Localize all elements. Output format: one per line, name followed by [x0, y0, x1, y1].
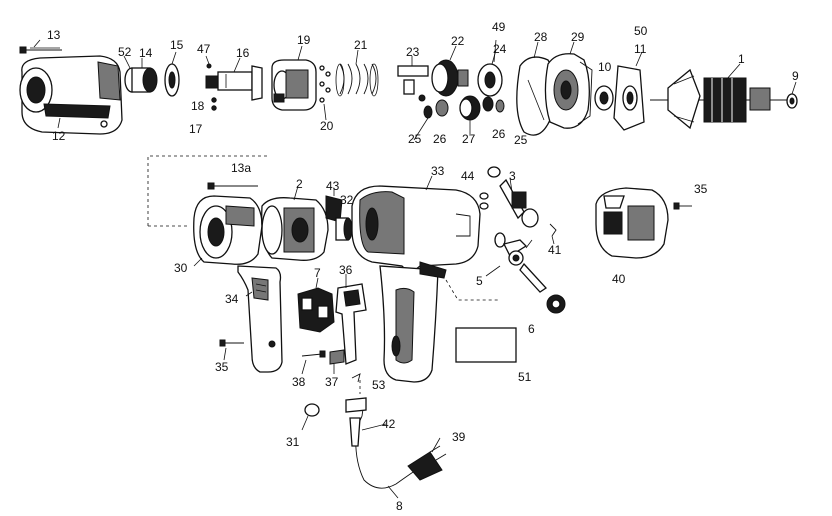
part-3-brush-holder: [487, 166, 539, 228]
label-16: 16: [236, 46, 250, 60]
part-51-nameplate: [455, 327, 517, 363]
label-5: 5: [476, 274, 483, 288]
label-leaders: [33, 39, 797, 499]
part-1-armature: [650, 68, 790, 130]
label-53: 53: [372, 378, 386, 392]
label-47: 47: [197, 42, 211, 56]
label-6: 6: [528, 322, 535, 336]
label-41: 41: [548, 243, 562, 257]
label-26-right: 26: [492, 127, 506, 141]
label-27: 27: [462, 132, 476, 146]
label-37: 37: [325, 375, 339, 389]
label-1: 1: [738, 52, 745, 66]
label-8: 8: [396, 499, 403, 513]
label-22: 22: [451, 34, 465, 48]
label-35-top: 35: [694, 182, 708, 196]
label-12: 12: [52, 129, 66, 143]
part-32-bearing: [335, 217, 353, 241]
label-2: 2: [296, 177, 303, 191]
part-33-motor-housing: [351, 185, 481, 383]
label-52: 52: [118, 45, 132, 59]
label-44: 44: [461, 169, 475, 183]
part-21-spring: [335, 63, 379, 97]
label-32: 32: [340, 193, 354, 207]
label-30: 30: [174, 261, 188, 275]
part-37-clamp: [329, 349, 345, 365]
part-23-spindle: [397, 65, 429, 102]
label-26-top: 26: [433, 132, 447, 146]
part-15-ring: [164, 63, 180, 97]
label-17: 17: [189, 122, 203, 136]
label-39: 39: [452, 430, 466, 444]
label-49: 49: [492, 20, 506, 34]
part-labels: 13 52 14 15 47 16 19 21 23 22 49 24 28 2…: [47, 20, 799, 513]
label-10: 10: [598, 60, 612, 74]
part-40-housing: [595, 187, 669, 259]
part-10-bearing: [594, 85, 614, 111]
part-19-hammer: [271, 59, 317, 111]
label-9: 9: [792, 69, 799, 83]
label-36: 36: [339, 263, 353, 277]
part-6-cap: [546, 294, 566, 314]
label-3: 3: [509, 169, 516, 183]
part-30-end-cap: [193, 195, 263, 265]
part-24-49: [477, 39, 503, 97]
part-42-cord-set: [345, 397, 447, 489]
part-11-baffle: [613, 51, 645, 131]
part-7-switch: [297, 287, 335, 333]
label-13: 13: [47, 28, 61, 42]
part-36-trigger: [335, 283, 367, 365]
part-41-screw: [549, 223, 557, 237]
part-25-27-gears: [423, 95, 505, 121]
part-16-anvil: [205, 65, 263, 101]
part-35-screw-lower: [219, 339, 244, 347]
label-11: 11: [634, 42, 647, 56]
bracket-13a-group: [147, 155, 268, 227]
label-40: 40: [612, 272, 626, 286]
label-14: 14: [139, 46, 153, 60]
label-25-right: 25: [514, 133, 528, 147]
label-21: 21: [354, 38, 368, 52]
label-20: 20: [320, 119, 334, 133]
label-13a: 13a: [231, 161, 251, 175]
part-29-gear-housing: [544, 53, 593, 129]
label-28: 28: [534, 30, 548, 44]
label-29: 29: [571, 30, 585, 44]
part-22-gear: [431, 59, 469, 97]
label-19: 19: [297, 33, 311, 47]
part-44-clip: [479, 192, 489, 210]
label-31: 31: [286, 435, 300, 449]
label-35-left: 35: [215, 360, 229, 374]
dashed-leaders: [359, 279, 500, 394]
part-2-field: [261, 197, 329, 261]
label-25-top: 25: [408, 132, 422, 146]
label-34: 34: [225, 292, 239, 306]
label-43: 43: [326, 179, 340, 193]
part-20-balls: [319, 65, 331, 103]
label-42: 42: [382, 417, 396, 431]
label-18: 18: [191, 99, 205, 113]
part-12-gear-case: [19, 55, 123, 135]
part-53-clip: [351, 373, 361, 383]
part-34-handle-half: [237, 265, 283, 373]
part-13-screw: [19, 46, 62, 54]
label-24: 24: [493, 42, 507, 56]
label-23: 23: [406, 45, 420, 59]
part-35-screw-upper: [673, 202, 692, 210]
label-33: 33: [431, 164, 445, 178]
label-7: 7: [314, 266, 321, 280]
part-14-bearing: [124, 67, 158, 93]
part-5-brush-holder: [494, 232, 547, 293]
part-13a-screw: [207, 182, 258, 190]
label-15: 15: [170, 38, 184, 52]
label-51: 51: [518, 370, 532, 384]
label-50: 50: [634, 24, 648, 38]
part-31-plug: [304, 403, 320, 417]
part-9-washer: [786, 93, 798, 109]
part-38-screw: [301, 350, 326, 358]
label-38: 38: [292, 375, 306, 389]
